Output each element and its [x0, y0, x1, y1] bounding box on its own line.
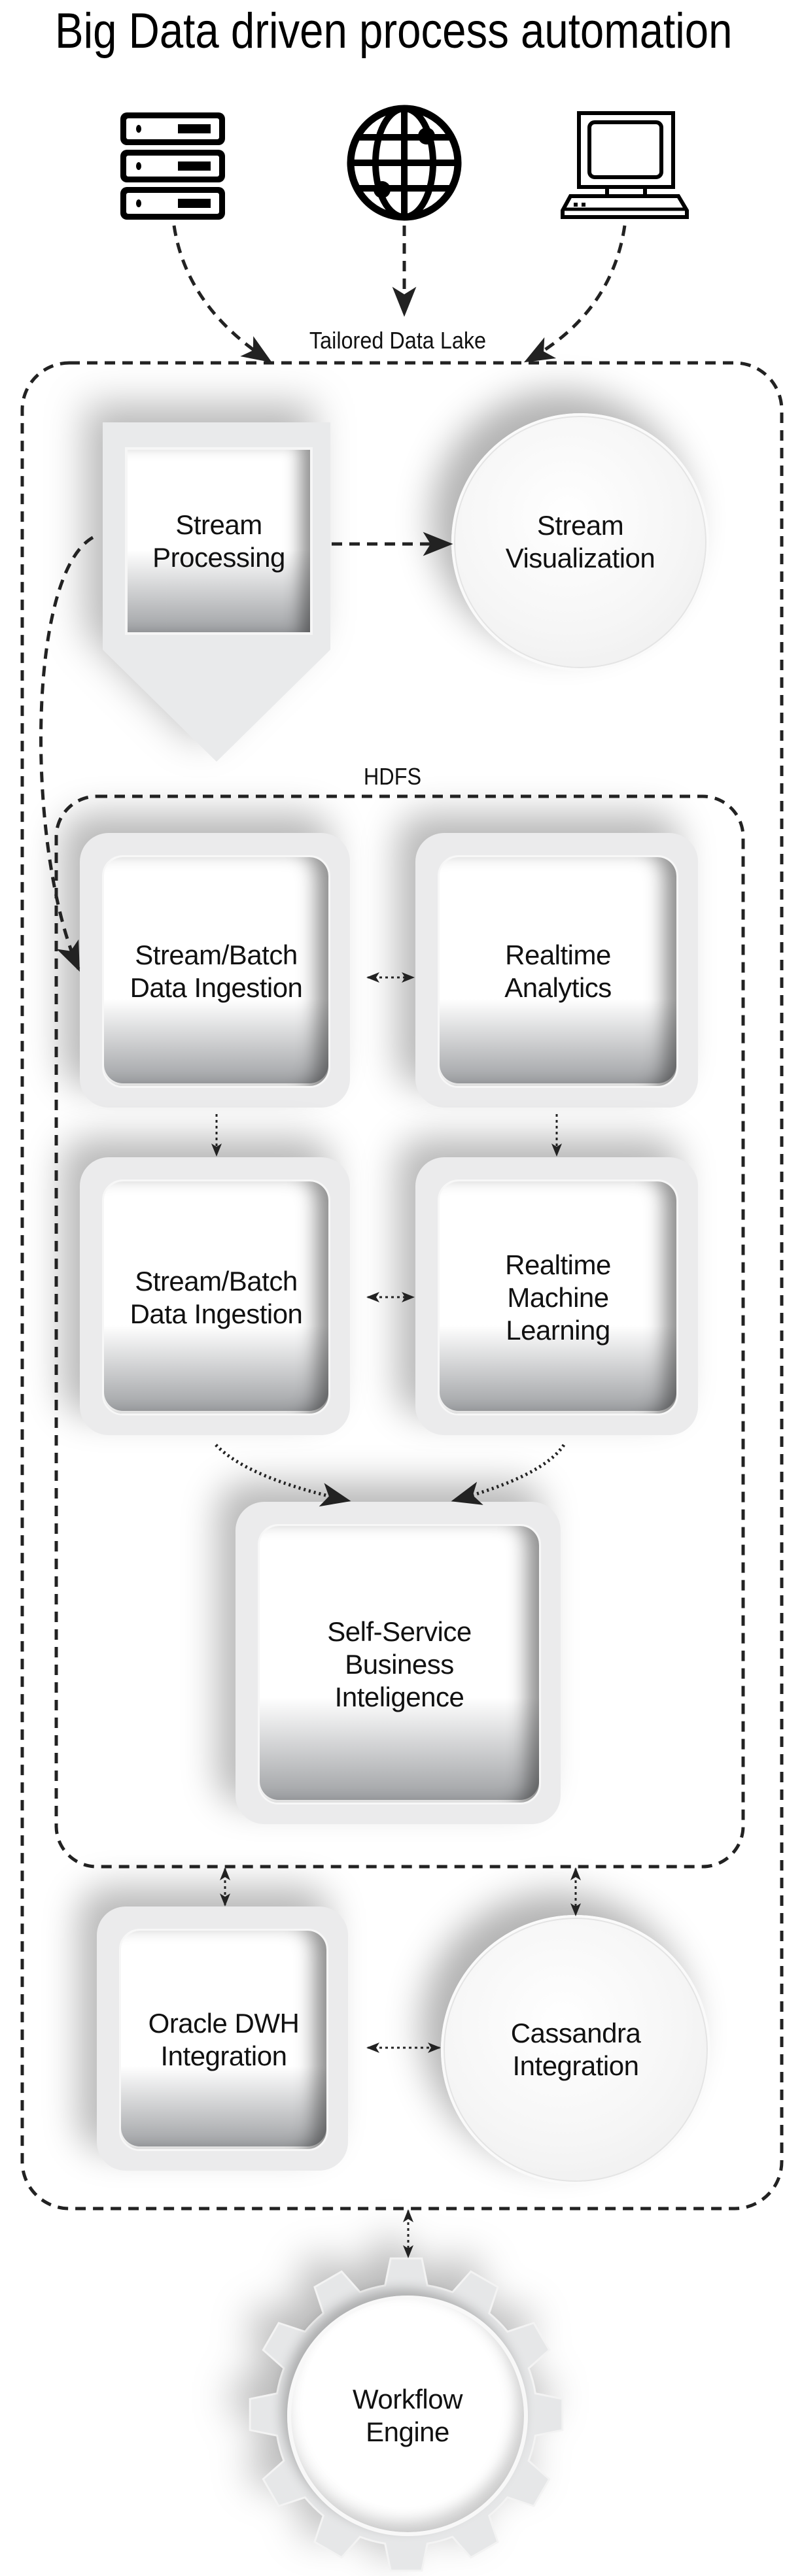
cassandra-node[interactable]: Cassandra Integration: [441, 1915, 710, 2184]
node-label: Stream Visualization: [505, 510, 655, 573]
node-inner: Stream Processing: [125, 447, 313, 635]
globe-icon: [347, 105, 462, 221]
node-label: Oracle DWH Integration: [148, 2008, 300, 2071]
ingestion-node-2[interactable]: Stream/Batch Data Ingestion: [80, 1157, 350, 1435]
realtime-ml-node[interactable]: Realtime Machine Learning: [415, 1157, 698, 1435]
gear-center: Workflow Engine: [287, 2296, 528, 2536]
node-label: Self-Service Business Inteligence: [327, 1616, 472, 1712]
node-label: Realtime Machine Learning: [505, 1249, 611, 1346]
hdfs-label: HDFS: [363, 763, 422, 790]
self-service-bi-node[interactable]: Self-Service Business Inteligence: [236, 1502, 561, 1824]
ingestion-node-1[interactable]: Stream/Batch Data Ingestion: [80, 833, 350, 1108]
stream-processing-node[interactable]: Stream Processing: [103, 422, 330, 762]
node-label: Stream Processing: [152, 509, 285, 573]
oracle-dwh-node[interactable]: Oracle DWH Integration: [97, 1907, 348, 2171]
workflow-engine-node[interactable]: Workflow Engine: [248, 2256, 565, 2573]
page-title: Big Data driven process automation: [55, 3, 733, 59]
node-label: Stream/Batch Data Ingestion: [130, 1265, 303, 1329]
server-icon: [120, 112, 225, 220]
node-label: Stream/Batch Data Ingestion: [130, 940, 303, 1003]
stream-visualization-node[interactable]: Stream Visualization: [451, 413, 709, 671]
ingestion-to-bi-arrow: [215, 1444, 351, 1507]
ml-to-bi-arrow: [451, 1444, 566, 1505]
realtime-analytics-node[interactable]: Realtime Analytics: [415, 833, 698, 1108]
node-label: Cassandra Integration: [510, 2018, 641, 2081]
server-to-lake-arrow: [172, 225, 272, 363]
node-label: Workflow Engine: [353, 2384, 462, 2447]
node-label: Realtime Analytics: [504, 940, 612, 1003]
data-lake-label: Tailored Data Lake: [309, 327, 487, 354]
computer-to-lake-arrow: [523, 225, 627, 363]
computer-icon: [561, 111, 689, 219]
